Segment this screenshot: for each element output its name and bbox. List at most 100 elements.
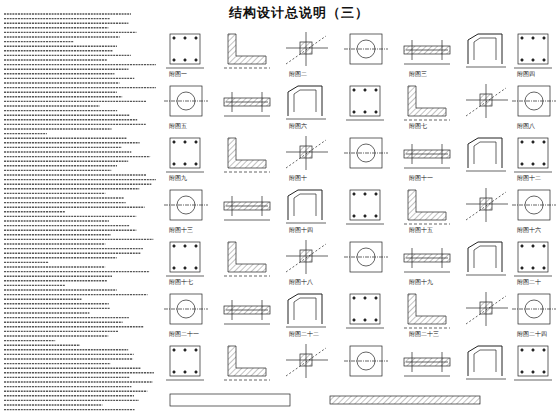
detail-sketch	[404, 144, 450, 168]
figure-caption: 附图二十二	[288, 331, 320, 338]
sheet-title: 结构设计总说明（三）	[228, 6, 370, 20]
detail-sketch	[344, 138, 388, 168]
detail-sketch	[164, 294, 208, 324]
note-line	[4, 50, 113, 51]
figure-caption: 附图十四	[288, 227, 314, 234]
note-line	[4, 239, 153, 240]
note-line	[4, 183, 151, 184]
note-line	[4, 202, 126, 203]
figure-caption: 附图四	[516, 71, 536, 78]
note-line	[4, 326, 143, 327]
note-line	[4, 87, 156, 88]
figure-caption: 附图九	[168, 175, 188, 182]
note-line	[4, 124, 146, 125]
note-line	[4, 188, 139, 189]
detail-sketch	[466, 242, 506, 275]
note-line	[4, 280, 107, 281]
figure-caption: 附图十八	[288, 279, 314, 286]
detail-sketch	[466, 346, 506, 379]
detail-sketch	[514, 34, 552, 68]
note-line	[4, 331, 119, 332]
note-line	[4, 312, 89, 313]
note-line	[4, 229, 136, 230]
detail-sketch	[164, 190, 208, 220]
detail-sketch	[404, 86, 450, 120]
detail-sketch	[404, 190, 450, 224]
note-line	[4, 197, 124, 198]
note-line	[4, 174, 146, 175]
note-line	[4, 179, 156, 180]
detail-sketch	[166, 138, 204, 172]
figure-caption: 附图八	[516, 123, 536, 130]
figure-caption: 附图十五	[408, 227, 434, 234]
detail-sketch	[344, 34, 388, 64]
figure-caption: 附图三	[408, 71, 428, 78]
note-line	[4, 354, 134, 355]
note-line	[4, 59, 107, 60]
note-line	[4, 119, 137, 120]
note-line	[4, 252, 140, 253]
slab-section	[330, 396, 480, 404]
note-line	[4, 46, 117, 47]
detail-sketch	[286, 86, 326, 119]
figure-caption: 附图五	[168, 123, 188, 130]
detail-sketch	[466, 34, 506, 67]
note-line	[4, 13, 131, 14]
note-line	[4, 285, 65, 286]
detail-sketch	[466, 292, 508, 326]
note-line	[4, 27, 108, 28]
detail-sketch	[404, 40, 450, 64]
detail-sketch	[512, 190, 556, 220]
note-line	[4, 114, 130, 115]
detail-sketch	[224, 346, 270, 380]
note-line	[4, 91, 117, 92]
note-line	[4, 73, 114, 74]
note-line	[4, 128, 111, 129]
note-line	[4, 156, 150, 157]
note-line	[4, 193, 105, 194]
note-line	[4, 358, 133, 359]
note-line	[4, 142, 140, 143]
detail-sketch	[344, 242, 388, 272]
note-line	[4, 216, 136, 217]
note-line	[4, 32, 136, 33]
note-line	[4, 64, 156, 65]
detail-sketch	[166, 34, 204, 68]
figure-caption: 附图二十	[516, 279, 542, 286]
note-line	[4, 299, 81, 300]
detail-sketch	[512, 294, 556, 324]
note-line	[4, 345, 80, 346]
detail-sketch	[224, 242, 270, 276]
figure-caption: 附图十	[288, 175, 308, 182]
note-line	[4, 165, 117, 166]
note-line	[4, 206, 145, 207]
note-line	[4, 18, 110, 19]
note-line	[4, 151, 131, 152]
figure-caption: 附图二十四	[516, 331, 548, 338]
detail-sketch	[514, 138, 552, 172]
figure-caption: 附图二十三	[408, 331, 440, 338]
note-line	[4, 368, 140, 369]
note-line	[4, 55, 131, 56]
detail-sketch	[224, 92, 270, 116]
note-line	[4, 243, 105, 244]
note-line	[4, 322, 123, 323]
figure-caption: 附图十六	[516, 227, 542, 234]
detail-sketch	[346, 190, 384, 224]
detail-sketch	[224, 196, 270, 220]
note-line	[4, 137, 127, 138]
detail-sketch	[512, 86, 556, 116]
note-line	[4, 225, 129, 226]
note-line	[4, 110, 117, 111]
figure-caption: 附图十一	[408, 175, 434, 182]
figure-caption: 附图一	[168, 71, 188, 78]
note-line	[4, 262, 49, 263]
figure-caption: 附图二十一	[168, 331, 200, 338]
note-line	[4, 363, 111, 364]
detail-sketch	[224, 34, 270, 68]
note-line	[4, 317, 129, 318]
note-line	[4, 335, 108, 336]
detail-sketch	[404, 248, 450, 272]
